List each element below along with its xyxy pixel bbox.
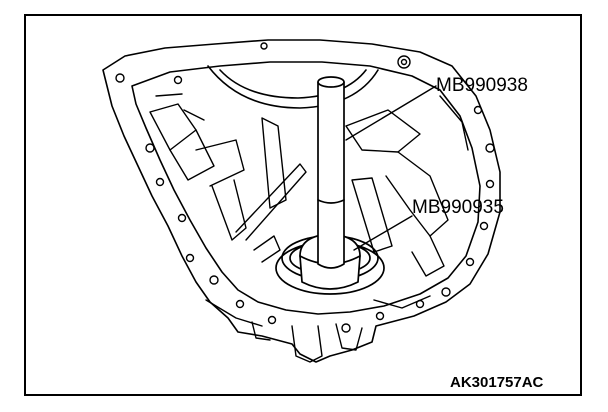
tool-label-upper: MB990938: [436, 75, 528, 96]
upper-arch: [207, 65, 379, 109]
installer-handle: [317, 76, 345, 269]
internal-ribs: [149, 93, 469, 327]
bolt-holes: [115, 42, 495, 333]
figure-frame: [24, 14, 582, 396]
case-inner-rim: [131, 61, 481, 315]
case-outline: [102, 39, 501, 363]
figure-code: AK301757AC: [450, 374, 544, 391]
leader-line-tool-upper: [345, 85, 437, 141]
leader-line-tool-lower: [353, 215, 413, 251]
tool-label-lower: MB990935: [412, 197, 504, 218]
bottom-bosses: [251, 321, 363, 363]
